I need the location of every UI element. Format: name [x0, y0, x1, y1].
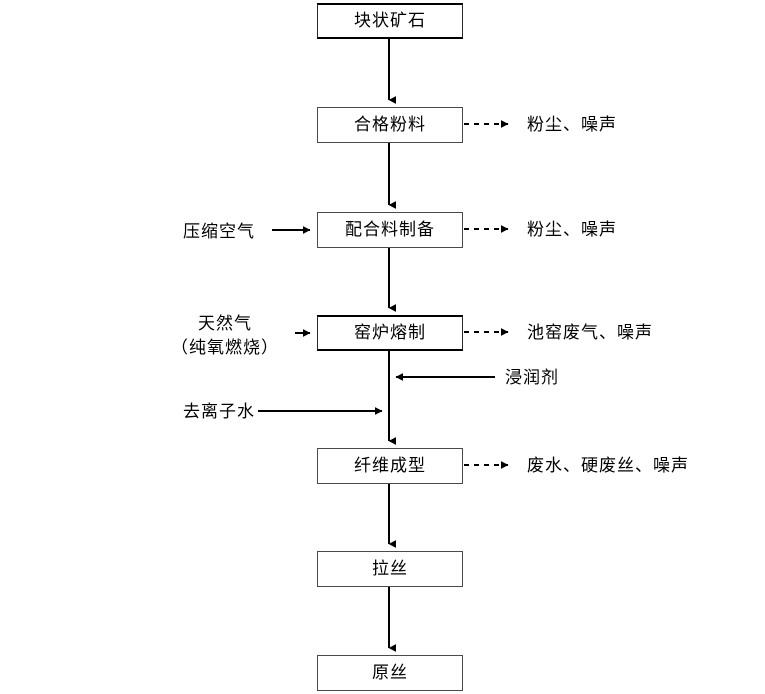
process-label: 配合料制备	[345, 219, 435, 240]
process-box-lump-ore[interactable]: 块状矿石	[317, 3, 463, 39]
input-label-natural-gas: 天然气 （纯氧燃烧）	[171, 312, 279, 360]
output-label-dust-noise-1: 粉尘、噪声	[527, 115, 617, 135]
process-box-qualified-powder[interactable]: 合格粉料	[317, 107, 463, 143]
process-box-fiber-forming[interactable]: 纤维成型	[317, 448, 463, 484]
process-label: 原丝	[372, 662, 408, 683]
process-box-raw-yarn[interactable]: 原丝	[317, 655, 463, 691]
process-label: 纤维成型	[354, 455, 426, 476]
process-label: 块状矿石	[354, 10, 426, 31]
process-box-batch-prep[interactable]: 配合料制备	[317, 212, 463, 248]
process-label: 拉丝	[372, 558, 408, 579]
process-label: 窑炉熔制	[354, 322, 426, 343]
output-label-furnace-gas-noise: 池窑废气、噪声	[527, 323, 653, 343]
emission-connectors	[464, 120, 509, 469]
output-label-wastewater-waste-noise: 废水、硬废丝、噪声	[527, 456, 689, 476]
output-label-dust-noise-2: 粉尘、噪声	[527, 220, 617, 240]
input-label-natural-gas-line2: （纯氧燃烧）	[171, 338, 279, 358]
process-label: 合格粉料	[354, 114, 426, 135]
input-label-natural-gas-line1: 天然气	[198, 314, 252, 334]
input-label-deionized-water: 去离子水	[183, 402, 255, 422]
input-label-compressed-air: 压缩空气	[183, 222, 255, 242]
process-box-furnace-melting[interactable]: 窑炉熔制	[317, 315, 463, 351]
process-box-wire-drawing[interactable]: 拉丝	[317, 551, 463, 587]
input-label-sizing-agent: 浸润剂	[505, 368, 559, 388]
